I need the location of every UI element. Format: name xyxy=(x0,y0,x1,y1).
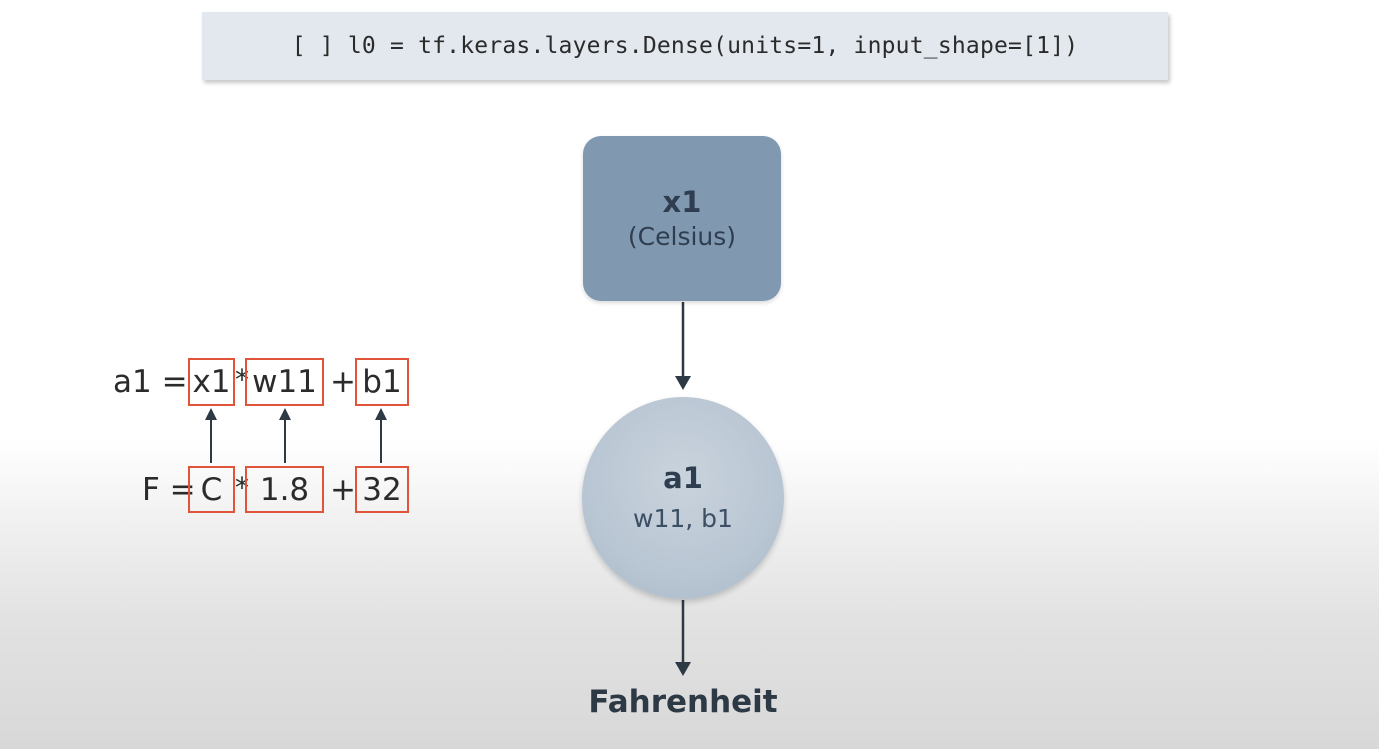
equation-top-term-b1: b1 xyxy=(355,358,409,406)
code-text: l0 = tf.keras.layers.Dense(units=1, inpu… xyxy=(347,33,1079,59)
output-label: Fahrenheit xyxy=(588,684,778,720)
run-cell-button[interactable]: [ ] xyxy=(291,33,334,59)
equation-bottom-lhs: F = xyxy=(142,472,196,508)
arrowhead-neuron-to-output xyxy=(675,662,691,676)
neuron-node: a1 w11, b1 xyxy=(582,397,784,599)
input-node: x1 (Celsius) xyxy=(583,136,781,301)
code-cell[interactable]: [ ] l0 = tf.keras.layers.Dense(units=1, … xyxy=(202,12,1168,80)
neuron-params: w11, b1 xyxy=(633,504,733,533)
arrowhead-18-to-w11 xyxy=(279,408,291,420)
equation-bottom-term-32: 32 xyxy=(355,466,409,513)
input-node-title: x1 xyxy=(662,184,702,219)
input-node-subtitle: (Celsius) xyxy=(627,221,737,251)
equation-top-op-plus: + xyxy=(330,364,356,400)
equation-bottom-term-1-8: 1.8 xyxy=(245,466,324,513)
arrowhead-input-to-neuron xyxy=(675,376,691,390)
equation-top-term-x1: x1 xyxy=(188,358,235,406)
equation-bottom-term-c: C xyxy=(188,466,235,513)
equation-top-term-w11: w11 xyxy=(245,358,324,406)
arrowhead-32-to-b1 xyxy=(375,408,387,420)
equation-top-lhs: a1 = xyxy=(113,364,188,400)
arrowhead-c-to-x1 xyxy=(205,408,217,420)
neuron-title: a1 xyxy=(663,461,703,495)
equation-bottom-op-plus: + xyxy=(330,472,356,508)
